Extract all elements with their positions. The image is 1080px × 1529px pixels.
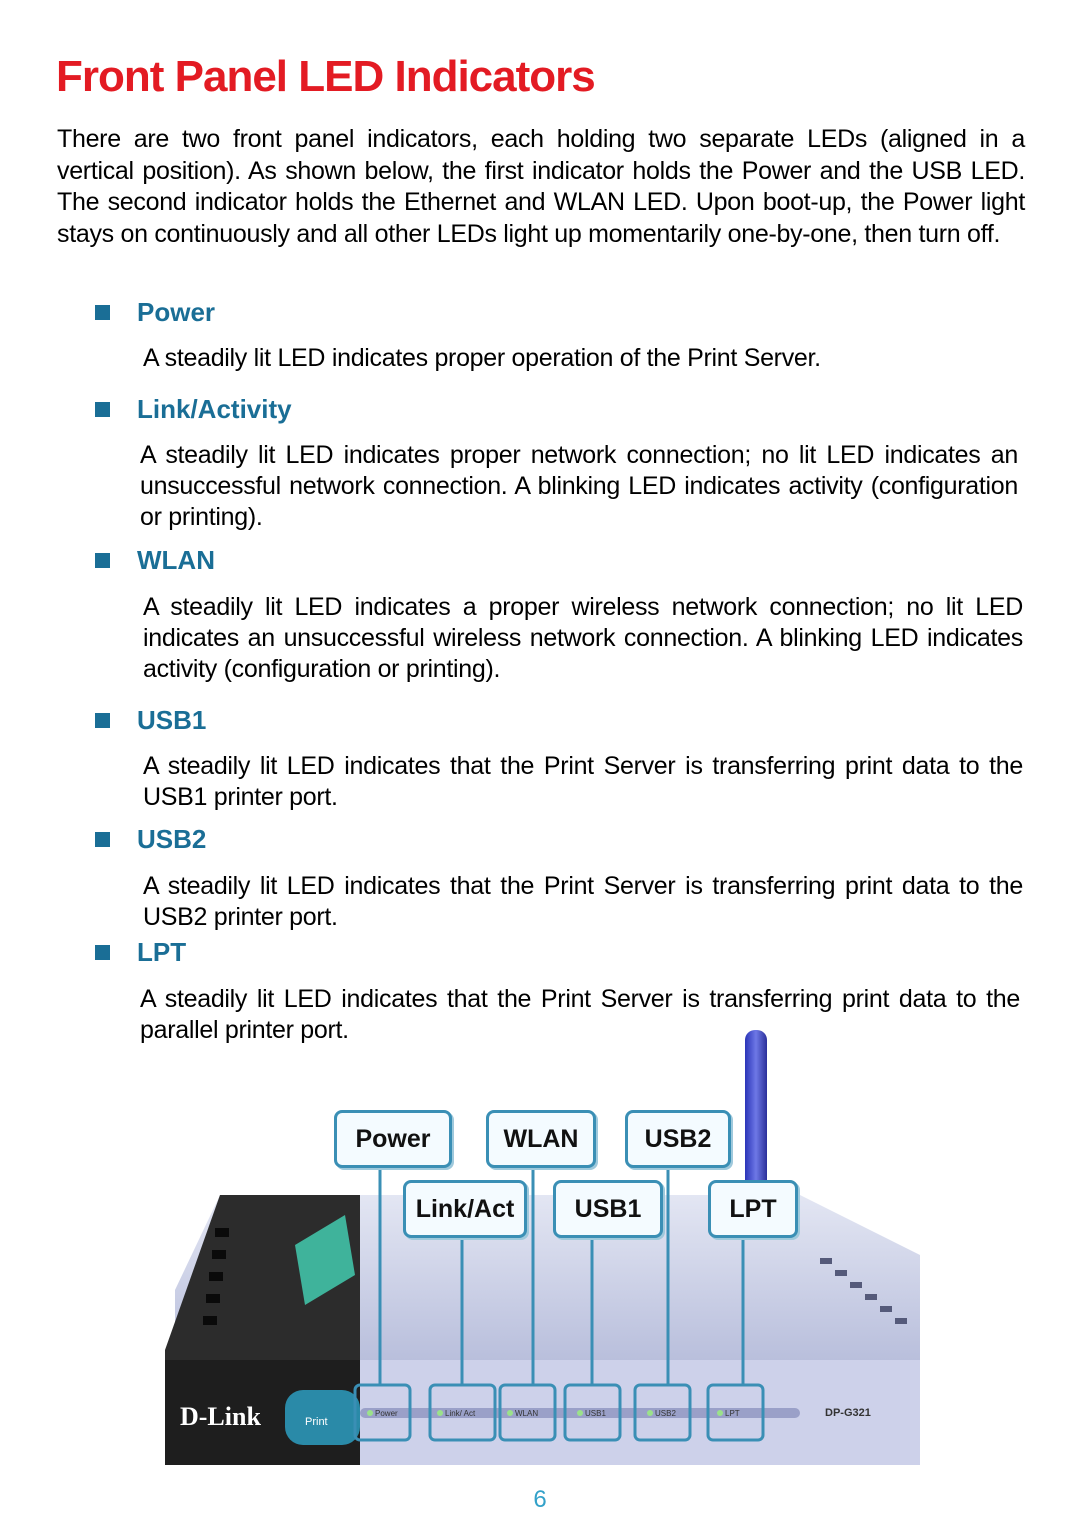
led-label: Power: [375, 1409, 398, 1418]
callout-link-act: Link/Act: [403, 1180, 527, 1238]
page-number: 6: [533, 1486, 547, 1513]
section-text-wlan: A steadily lit LED indicates a proper wi…: [143, 593, 1023, 683]
page-title: Front Panel LED Indicators: [56, 52, 596, 101]
side-label-badge: [285, 1390, 360, 1445]
section-heading-power: Power: [95, 297, 215, 328]
device-diagram: D-Link Print Power Link/ Act WLAN USB1 U…: [160, 1030, 940, 1480]
led-dots: [367, 1410, 723, 1416]
side-label-text: Print: [305, 1416, 328, 1428]
square-bullet-icon: [95, 553, 110, 568]
square-bullet-icon: [95, 402, 110, 417]
print-server-illustration: D-Link Print Power Link/ Act WLAN USB1 U…: [165, 1030, 920, 1465]
led-label: USB2: [655, 1409, 676, 1418]
section-heading-wlan: WLAN: [95, 545, 215, 576]
section-title: Link/Activity: [137, 394, 292, 424]
section-heading-link-activity: Link/Activity: [95, 394, 292, 425]
section-title: LPT: [137, 937, 187, 967]
section-title: USB2: [137, 824, 207, 854]
callout-usb1: USB1: [553, 1180, 663, 1238]
vent-slots: [203, 1228, 229, 1325]
square-bullet-icon: [95, 945, 110, 960]
section-text-link-activity: A steadily lit LED indicates proper netw…: [140, 441, 1018, 531]
callout-lpt: LPT: [708, 1180, 798, 1238]
section-text-lpt: A steadily lit LED indicates that the Pr…: [140, 985, 1020, 1044]
led-label: WLAN: [515, 1409, 538, 1418]
callout-power: Power: [334, 1110, 452, 1168]
section-heading-usb1: USB1: [95, 705, 206, 736]
led-label: Link/ Act: [445, 1409, 476, 1418]
callout-usb2: USB2: [625, 1110, 731, 1168]
section-text-power: A steadily lit LED indicates proper oper…: [143, 344, 821, 372]
square-bullet-icon: [95, 832, 110, 847]
section-title: Power: [137, 297, 216, 327]
vent-slots-right: [820, 1258, 907, 1324]
top-green-label: [295, 1215, 355, 1305]
led-label: USB1: [585, 1409, 606, 1418]
section-text-usb2: A steadily lit LED indicates that the Pr…: [143, 872, 1023, 931]
intro-paragraph: There are two front panel indicators, ea…: [57, 125, 1025, 248]
square-bullet-icon: [95, 305, 110, 320]
device-brand: D-Link: [180, 1402, 261, 1431]
section-title: WLAN: [137, 545, 215, 575]
device-model: DP-G321: [825, 1407, 871, 1419]
section-heading-lpt: LPT: [95, 937, 186, 968]
section-title: USB1: [137, 705, 207, 735]
square-bullet-icon: [95, 713, 110, 728]
led-label: LPT: [725, 1409, 740, 1418]
section-heading-usb2: USB2: [95, 824, 206, 855]
section-text-usb1: A steadily lit LED indicates that the Pr…: [143, 752, 1023, 811]
callout-wlan: WLAN: [486, 1110, 596, 1168]
